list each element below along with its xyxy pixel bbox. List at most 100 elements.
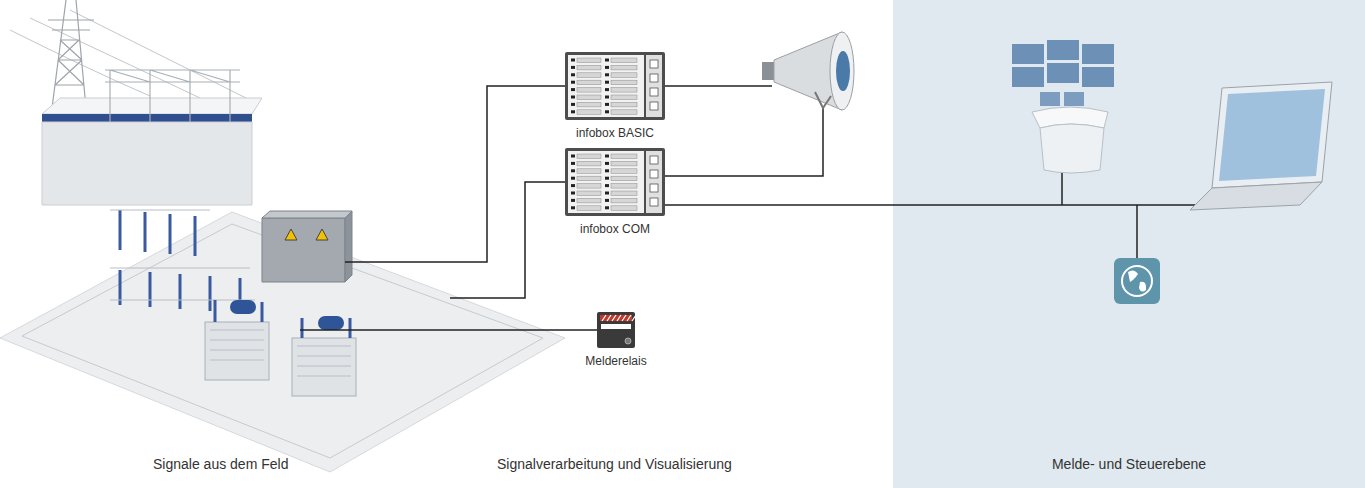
substation-illustration-part [110, 210, 255, 300]
substation-illustration-part [262, 218, 345, 282]
signal-connector [665, 204, 893, 206]
device-face-part [625, 338, 631, 344]
device-face-part [571, 155, 575, 158]
device-face-part [571, 103, 575, 106]
signal-wires-part [345, 86, 565, 262]
signal-wires-part [300, 329, 597, 331]
device-face-part [577, 73, 601, 78]
control-room-icon-part [1047, 63, 1079, 83]
control-room-icon-part [1064, 92, 1084, 106]
control-room-icon-part [1047, 40, 1079, 60]
device-face-part [571, 184, 575, 187]
substation-illustration-part [10, 10, 250, 100]
device-face-part [611, 110, 637, 115]
infobox-device: infobox COM [565, 148, 665, 237]
device-face [565, 148, 665, 216]
device-face-part [611, 191, 637, 196]
device-face-part [611, 95, 637, 100]
device-face-part [650, 184, 658, 192]
device-face-part [600, 315, 632, 321]
column-caption: Signale aus dem Feld [153, 455, 288, 473]
device-face-part [650, 170, 658, 178]
signal-wires-part [1061, 172, 1063, 205]
substation-illustration-part [230, 300, 256, 314]
device-face-part [577, 95, 601, 100]
substation-illustration-part [42, 122, 252, 205]
device-face-part [632, 315, 635, 321]
substation-illustration-part [205, 322, 269, 380]
signal-wires-part [1136, 205, 1138, 258]
device-face-part [611, 80, 637, 85]
device-face-part [646, 55, 662, 117]
substation-illustration [0, 0, 565, 472]
device-label: infobox COM [565, 222, 665, 237]
device-face [597, 312, 635, 348]
device-face-part [605, 59, 609, 62]
device-face-part [571, 192, 575, 195]
device-face-part [571, 110, 575, 113]
device-label: Melderelais [583, 354, 649, 369]
device-face-part [577, 110, 601, 115]
device-face-part [605, 162, 609, 165]
device-face-part [571, 88, 575, 91]
device-face-part [650, 88, 658, 96]
device-face-part [605, 155, 609, 158]
device-face-part [612, 315, 616, 321]
laptop-icon [1190, 82, 1332, 210]
control-room-icon-part [1012, 67, 1044, 87]
laptop-icon-part [1212, 82, 1332, 188]
substation-illustration-part [292, 338, 356, 396]
control-room-icon [1012, 40, 1114, 173]
device-face-part [605, 199, 609, 202]
device-face-part [577, 80, 601, 85]
device-face-part [650, 156, 658, 164]
device-face-part [617, 315, 621, 321]
substation-illustration-part [120, 210, 240, 313]
device-face-part [611, 169, 637, 174]
device-face-part [568, 151, 644, 213]
device-face-part [577, 102, 601, 107]
device-face-part [605, 184, 609, 187]
substation-illustration-part [316, 229, 328, 240]
device-face-part [611, 184, 637, 189]
device-face-part [611, 206, 637, 211]
internet-icon-part [1114, 258, 1160, 304]
horn-speaker-part [762, 62, 774, 80]
device-face-part [571, 66, 575, 69]
infobox-device: infobox BASIC [565, 52, 665, 141]
device-face-part [622, 315, 626, 321]
device-face-part [646, 151, 662, 213]
device-face-part [577, 161, 601, 166]
device-face-part [597, 312, 635, 348]
device-face [565, 52, 665, 120]
horn-speaker-part [830, 32, 854, 110]
device-face-part [577, 184, 601, 189]
device-face-part [571, 199, 575, 202]
device-face-part [605, 81, 609, 84]
device-face-part [577, 169, 601, 174]
horn-speaker-part [815, 92, 831, 108]
device-face-part [611, 198, 637, 203]
control-room-icon-part [1012, 44, 1044, 64]
device-face-part [605, 96, 609, 99]
device-face-part [605, 206, 609, 209]
device-face-part [577, 198, 601, 203]
horn-speaker-part [836, 51, 850, 91]
device-face-part [568, 55, 644, 117]
control-level-panel: Melde- und Steuerebene [893, 0, 1365, 488]
device-face-part [605, 103, 609, 106]
level-title: Melde- und Steuerebene [893, 455, 1365, 473]
substation-illustration-part [262, 211, 352, 218]
device-face-part [627, 315, 631, 321]
substation-illustration-part [105, 70, 240, 122]
device-face-part [611, 161, 637, 166]
substation-illustration-part [0, 212, 565, 472]
device-face-part [577, 58, 601, 63]
device-face-part [571, 81, 575, 84]
device-face-part [571, 73, 575, 76]
column-caption: Signalverarbeitung und Visualisierung [497, 455, 732, 473]
device-face-part [577, 154, 601, 159]
